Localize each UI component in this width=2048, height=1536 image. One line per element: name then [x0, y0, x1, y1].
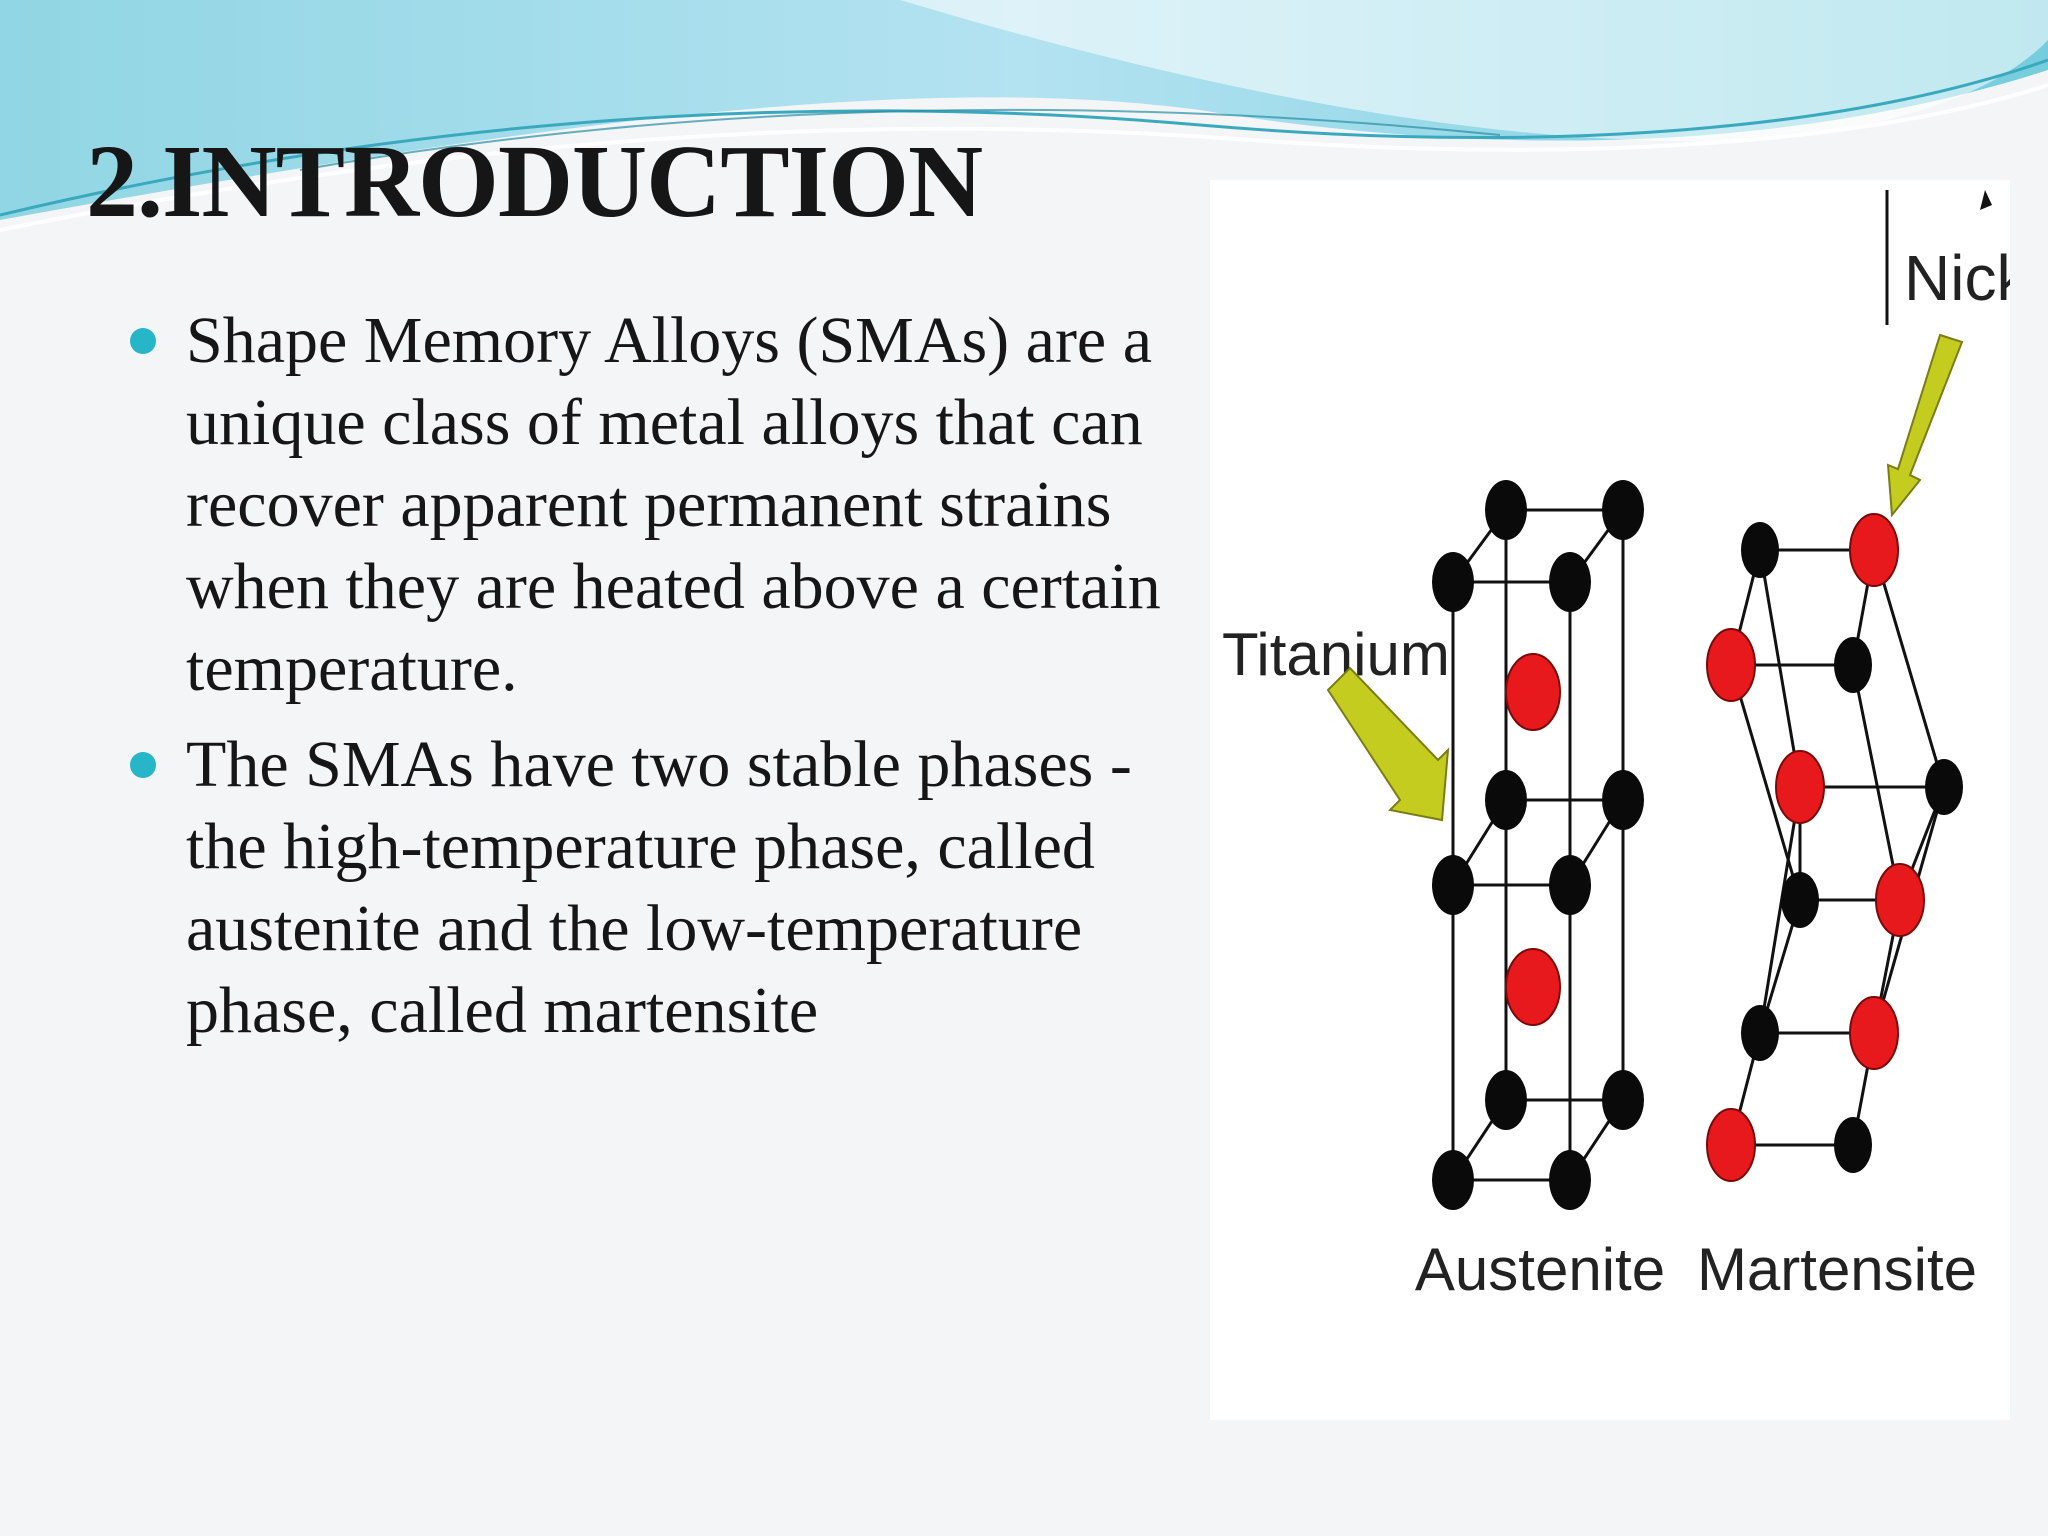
nickel-atom	[1849, 513, 1899, 587]
austenite-label: Austenite	[1415, 1236, 1665, 1303]
titanium-atom	[1549, 1150, 1591, 1210]
nickel-atom	[1706, 1108, 1756, 1182]
martensite-label: Martensite	[1697, 1236, 1977, 1303]
titanium-atom	[1834, 637, 1872, 693]
header-wave-decoration	[0, 0, 2048, 232]
nickel-atom	[1505, 653, 1561, 731]
titanium-atom	[1549, 552, 1591, 612]
titanium-atom	[1432, 552, 1474, 612]
bullet-item: Shape Memory Alloys (SMAs) are a unique …	[130, 300, 1200, 710]
nickel-atom	[1505, 948, 1561, 1026]
nickel-arrow-icon	[1886, 333, 1964, 518]
titanium-atom	[1741, 1005, 1779, 1061]
nickel-atom	[1775, 750, 1825, 824]
titanium-atom	[1602, 770, 1644, 830]
titanium-atom	[1741, 522, 1779, 578]
titanium-atom	[1925, 759, 1963, 815]
bullet-text: Shape Memory Alloys (SMAs) are a unique …	[186, 304, 1161, 705]
nickel-atom	[1875, 863, 1925, 937]
martensite-atoms	[1706, 513, 1963, 1182]
titanium-arrow-icon	[1326, 666, 1450, 822]
austenite-lattice-bonds	[1451, 508, 1625, 1182]
bullet-list: Shape Memory Alloys (SMAs) are a unique …	[130, 300, 1200, 1066]
nickel-tick-mark	[1980, 190, 1992, 210]
nickel-atom	[1706, 628, 1756, 702]
titanium-atom	[1432, 855, 1474, 915]
titanium-atom	[1602, 480, 1644, 540]
titanium-atom	[1834, 1117, 1872, 1173]
bullet-dot-icon	[130, 752, 156, 778]
bullet-item: The SMAs have two stable phases - the hi…	[130, 724, 1200, 1052]
crystal-structure-figure: Nickel Titanium	[1210, 180, 2010, 1420]
titanium-atom	[1485, 480, 1527, 540]
bullet-text: The SMAs have two stable phases - the hi…	[186, 728, 1132, 1047]
nickel-atom	[1849, 996, 1899, 1070]
nickel-label: Nickel	[1904, 242, 2010, 314]
titanium-atom	[1485, 770, 1527, 830]
titanium-atom	[1432, 1150, 1474, 1210]
titanium-atom	[1781, 872, 1819, 928]
titanium-label: Titanium	[1222, 621, 1450, 688]
bullet-dot-icon	[130, 328, 156, 354]
austenite-atoms	[1432, 480, 1644, 1210]
titanium-atom	[1549, 855, 1591, 915]
titanium-atom	[1602, 1070, 1644, 1130]
titanium-atom	[1485, 1070, 1527, 1130]
crystal-structure-diagram: Nickel Titanium	[1222, 190, 2010, 1303]
slide-title: 2.INTRODUCTION	[86, 124, 983, 239]
